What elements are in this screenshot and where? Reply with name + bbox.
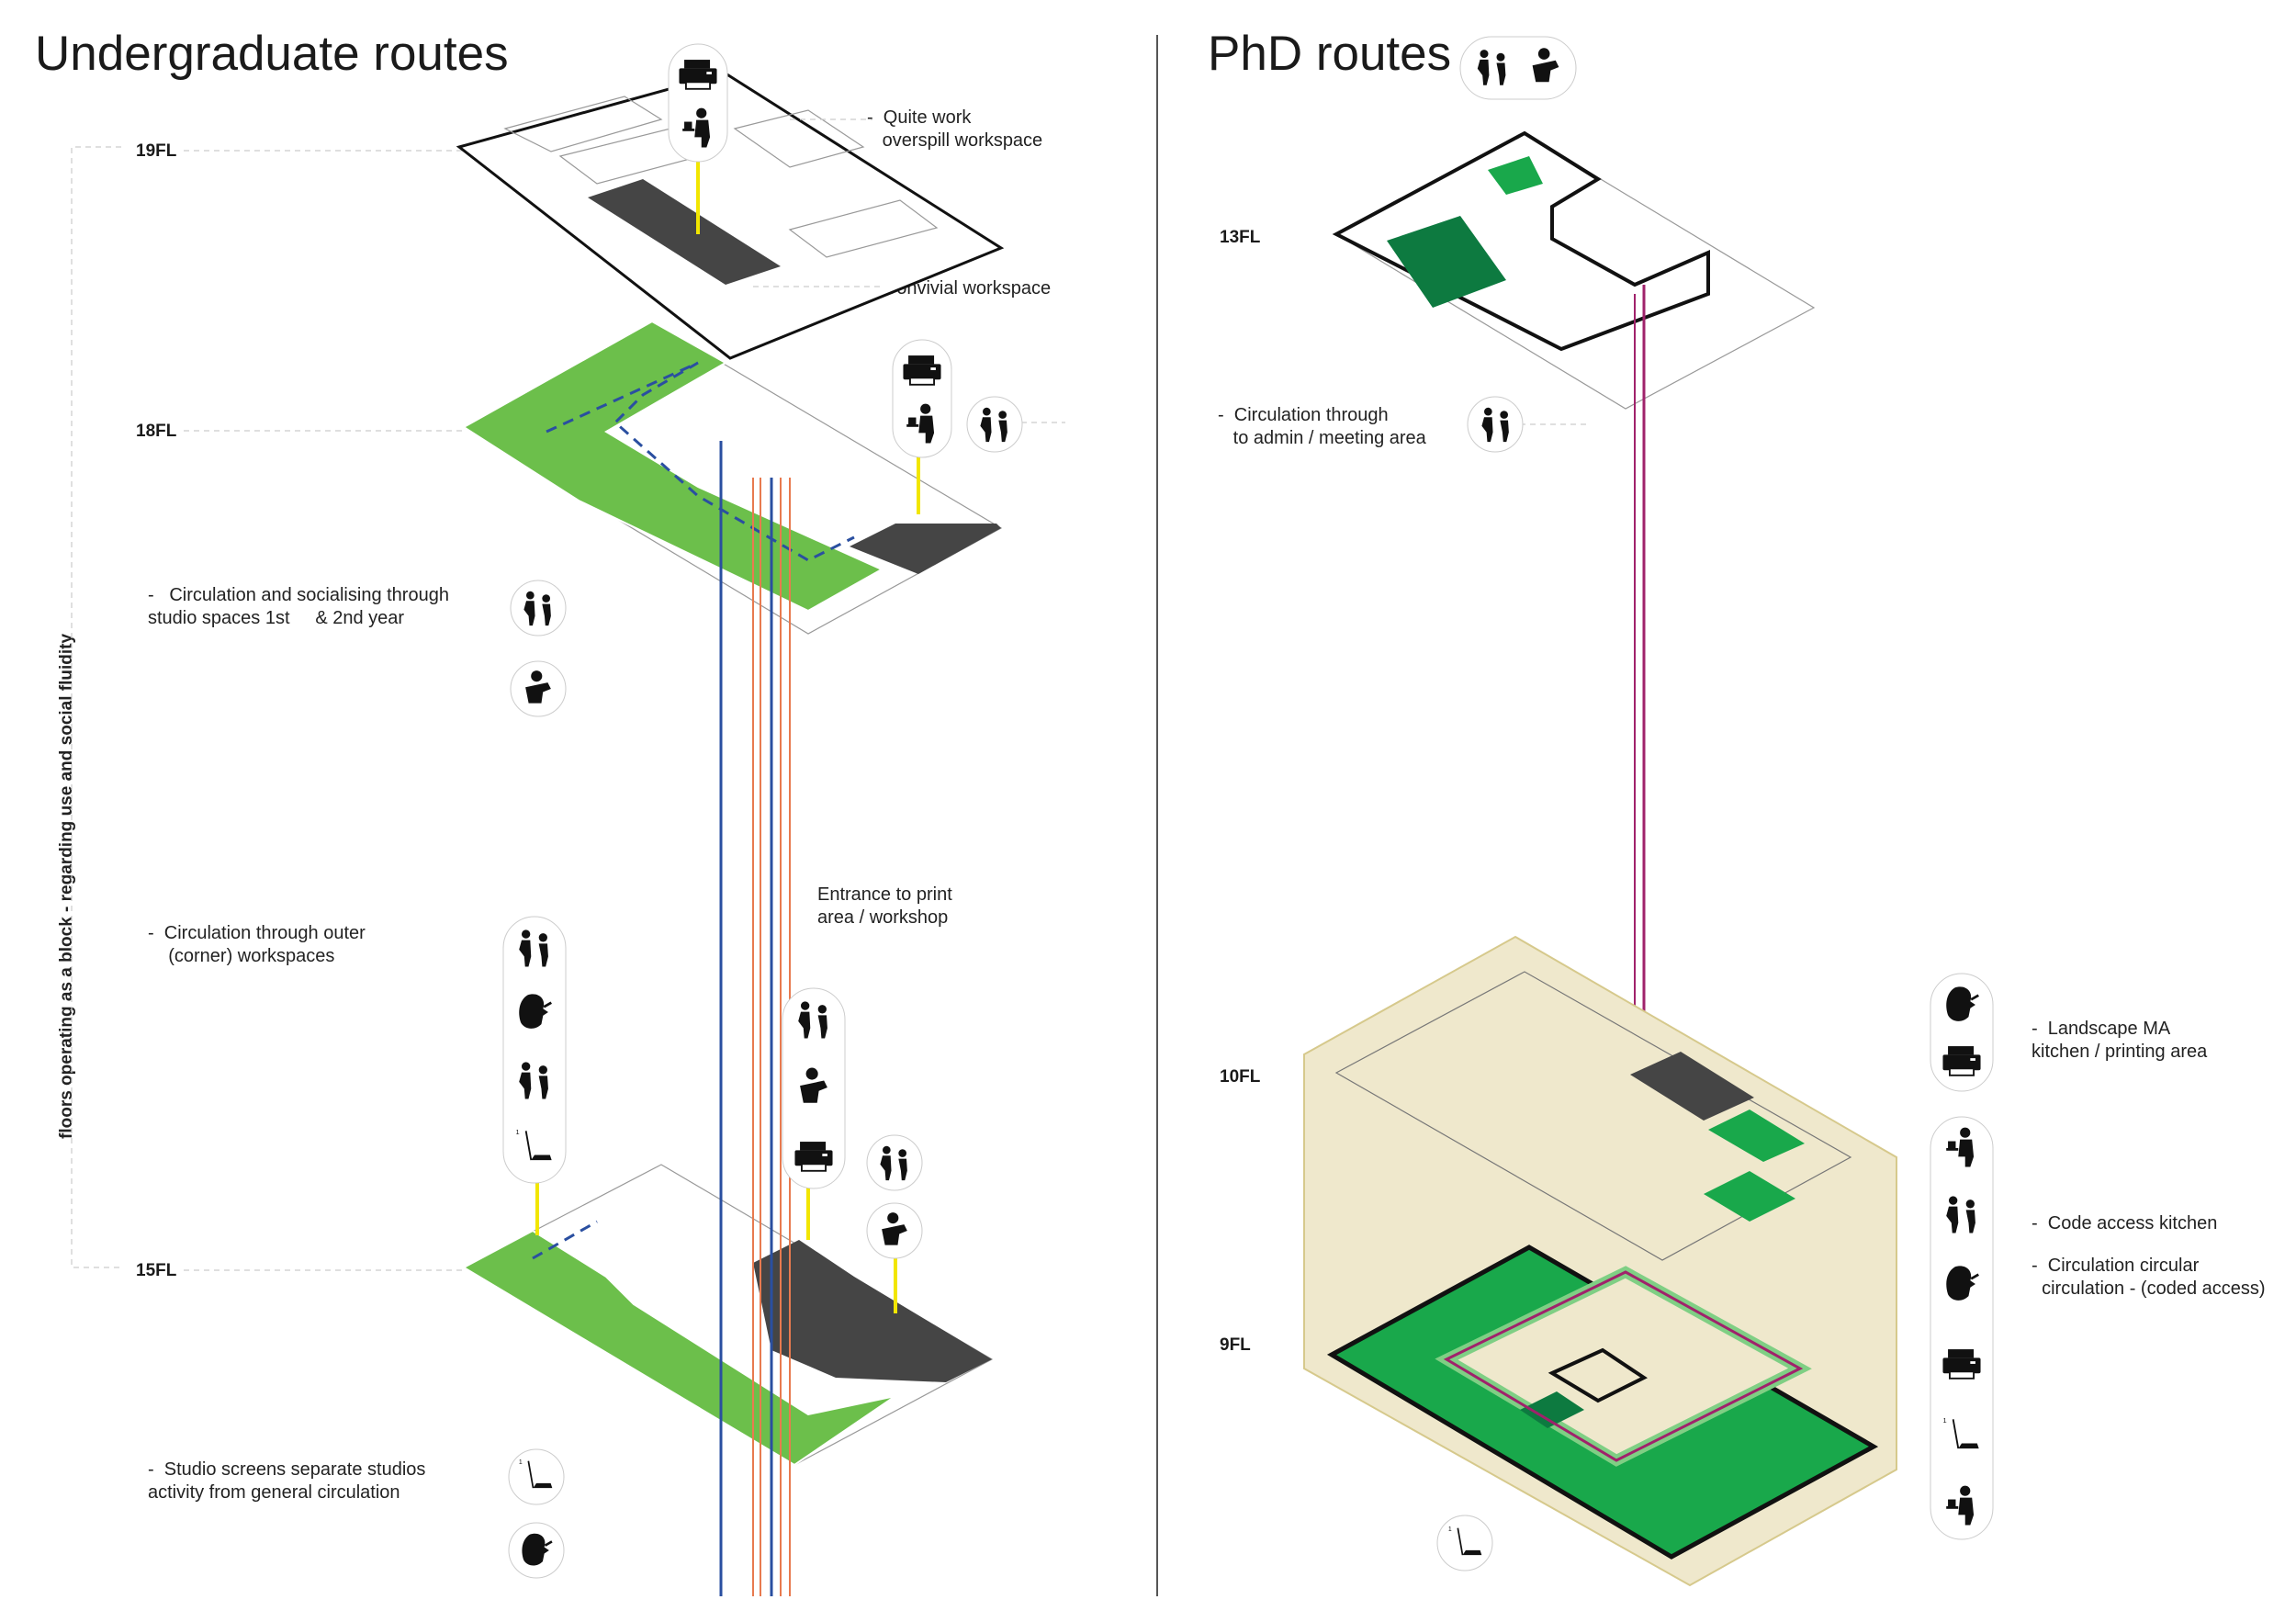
- floor-label-10: 10FL: [1220, 1067, 1261, 1087]
- floor-plate-18: [462, 320, 1003, 635]
- note-circulation-circular: - Circulation circular circulation - (co…: [2032, 1256, 2266, 1299]
- note-circulation-socialising: - Circulation and socialising through st…: [148, 585, 449, 628]
- floor-plate-10: [1334, 971, 1852, 1261]
- floor-plate-19: [456, 72, 1005, 360]
- note-studio-screens: - Studio screens separate studios activi…: [148, 1459, 426, 1503]
- undergraduate-title: Undergraduate routes: [35, 27, 509, 81]
- floor-label-18: 18FL: [136, 422, 177, 441]
- note-code-access: - Code access kitchen: [2032, 1213, 2218, 1233]
- note-circulation-outer: - Circulation through outer (corner) wor…: [148, 923, 366, 966]
- floor-plate-13: [1332, 130, 1816, 1323]
- note-entrance-print: Entrance to print area / workshop: [817, 884, 952, 928]
- ug-route-18: [546, 361, 855, 562]
- note-circulation-admin: - Circulation through to admin / meeting…: [1218, 405, 1426, 448]
- note-landscape-ma: - Landscape MA kitchen / printing area: [2032, 1019, 2208, 1062]
- ug-icon-bubbles: [502, 43, 1023, 1579]
- floor-plate-9: [1326, 1245, 1879, 1560]
- convivial-dark-zone: [588, 179, 781, 285]
- floor-label-9: 9FL: [1220, 1335, 1251, 1355]
- phd-icon-bubbles: [1436, 36, 1994, 1571]
- floor-plate-15: [461, 1164, 994, 1467]
- floor-label-19: 19FL: [136, 141, 177, 161]
- note-quite-work: - Quite work overspill workspace: [867, 107, 1043, 151]
- floor-bracket: [71, 146, 121, 1268]
- floor-label-15: 15FL: [136, 1261, 177, 1280]
- floor-label-13: 13FL: [1220, 228, 1261, 247]
- ug-vertical-routes: [719, 441, 791, 1596]
- phd-title: PhD routes: [1208, 27, 1452, 81]
